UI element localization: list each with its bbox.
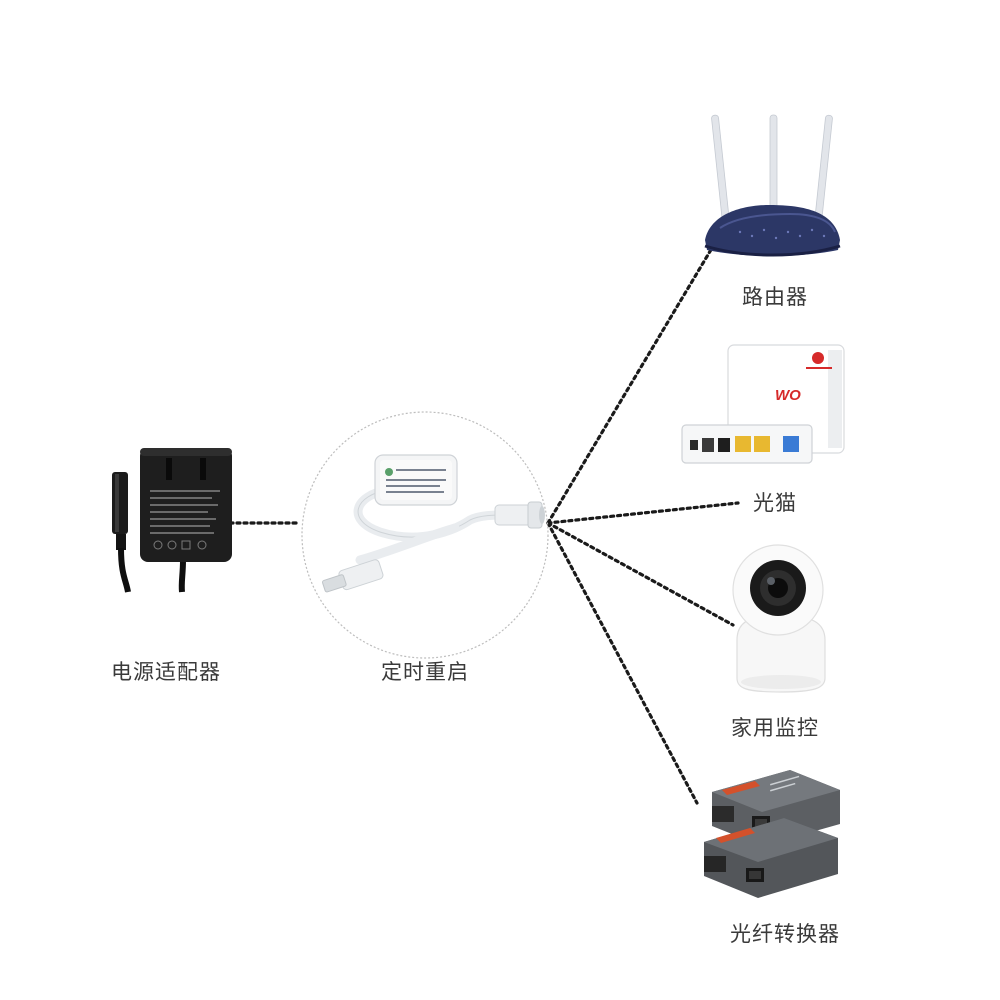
connector-lines	[228, 246, 740, 805]
label-optical-modem: 光猫	[753, 491, 797, 515]
line-timer-to-router	[546, 246, 714, 525]
label-power-adapter: 电源适配器	[111, 660, 221, 684]
timer-module-image	[322, 454, 545, 593]
router-image	[704, 114, 841, 257]
fiber-converter-image	[704, 770, 840, 898]
line-timer-to-camera	[546, 521, 735, 627]
label-timer-reboot: 定时重启	[381, 660, 469, 684]
label-home-camera: 家用监控	[731, 716, 819, 740]
timer-highlight-circle	[301, 411, 549, 659]
label-router: 路由器	[742, 285, 808, 309]
brand-logo: WO	[775, 352, 832, 404]
line-timer-to-converter	[546, 521, 699, 805]
power-adapter-image	[112, 448, 232, 593]
line-timer-to-modem	[546, 501, 740, 525]
svg-text:WO: WO	[775, 387, 801, 404]
optical-modem-image: WO	[681, 344, 845, 464]
label-fiber-converter: 光纤转换器	[730, 922, 840, 946]
camera-image	[732, 544, 826, 693]
